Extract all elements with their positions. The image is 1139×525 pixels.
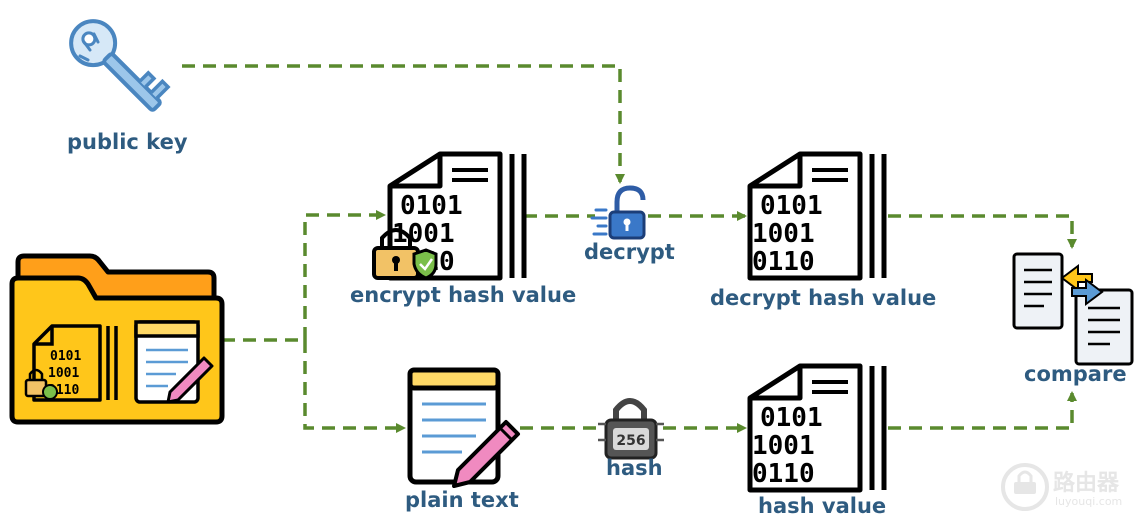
svg-text:1001: 1001 [752, 431, 815, 461]
svg-text:0101: 0101 [760, 191, 823, 221]
edge-folder-to-encrypted [303, 210, 386, 340]
plain-text-label: plain text [405, 488, 519, 512]
padlock-shield-icon [372, 228, 438, 280]
watermark-url: luyouqi.com [1055, 495, 1123, 508]
edge-folder-to-plaintext [303, 340, 406, 433]
edge-decrypted-to-compare [888, 214, 1077, 249]
notepad-pencil-icon [407, 367, 520, 488]
compare-label: compare [1024, 362, 1127, 386]
key-icon [69, 19, 171, 112]
svg-text:1001: 1001 [392, 219, 455, 249]
svg-text:0101: 0101 [50, 349, 81, 364]
public-key-label: public key [67, 130, 188, 154]
svg-text:0101: 0101 [760, 403, 823, 433]
hash-badge: 256 [616, 433, 645, 449]
svg-text:0110: 0110 [752, 247, 815, 277]
hash-label: hash [606, 456, 663, 480]
encrypt-hash-value-label: encrypt hash value [350, 283, 577, 307]
edge-hashvalue-to-compare [888, 391, 1077, 430]
edges [182, 64, 1077, 433]
svg-text:1001: 1001 [48, 366, 79, 381]
sha256-lock-icon [598, 398, 664, 460]
decrypt-label: decrypt [584, 240, 675, 264]
svg-text:1001: 1001 [752, 219, 815, 249]
decrypt-hash-value-label: decrypt hash value [710, 286, 937, 310]
key-spark-lines [78, 32, 100, 62]
svg-text:0101: 0101 [400, 191, 463, 221]
unlock-icon [590, 185, 646, 240]
compare-documents-icon [1012, 252, 1134, 366]
watermark: 路由器 luyouqi.com [1003, 462, 1133, 518]
hash-value-label: hash value [758, 494, 887, 518]
edge-key-to-decrypt [182, 64, 625, 184]
watermark-title: 路由器 [1053, 471, 1120, 496]
watermark-logo-icon [1001, 463, 1049, 511]
svg-text:0110: 0110 [752, 459, 815, 489]
